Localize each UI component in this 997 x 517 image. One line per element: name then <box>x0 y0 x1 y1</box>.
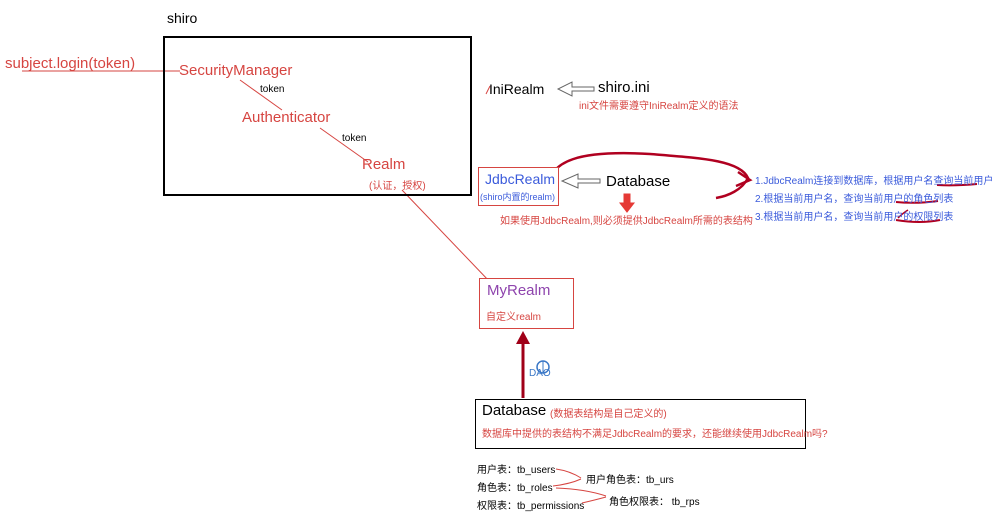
authenticator-label: Authenticator <box>242 109 331 126</box>
auth-realm-line <box>319 127 369 163</box>
database-2-box: Database (数据表结构是自己定义的) 数据库中提供的表结构不满足Jdbc… <box>475 399 828 449</box>
realm-myrealm-line <box>401 189 491 283</box>
ini-note: ini文件需要遵守IniRealm定义的语法 <box>579 101 739 112</box>
security-manager-label: SecurityManager <box>179 62 293 79</box>
shiro-ini-label: shiro.ini <box>598 79 650 96</box>
jdbc-requirement: 如果使用JdbcRealm,则必须提供JdbcRealm所需的表结构 <box>500 216 753 227</box>
curve-arrowhead <box>735 170 753 188</box>
table-users: 用户表：tb_users <box>477 465 556 476</box>
underline-2 <box>895 200 939 204</box>
ini-arrow <box>556 81 595 97</box>
realm-label: Realm <box>362 156 406 173</box>
step-3: 3.根据当前用户名，查询当前用户的权限列表 <box>755 212 954 223</box>
underline-1 <box>936 183 978 187</box>
token-label-1: token <box>260 84 285 95</box>
red-down-arrow <box>618 193 636 213</box>
realm-note: (认证，授权) <box>369 181 426 192</box>
database-2-question: 数据库中提供的表结构不满足JdbcRealm的要求，还能继续使用JdbcReal… <box>482 429 828 440</box>
table-role-permissions: 角色权限表： tb_rps <box>609 497 700 508</box>
subject-login-label: subject.login(token) <box>5 55 136 72</box>
database-2-note: (数据表结构是自己定义的) <box>550 409 667 420</box>
my-realm-note: 自定义realm <box>486 312 542 323</box>
jdbc-realm-box: JdbcRealm (shiro内置的realm) <box>478 167 559 206</box>
underline-3-tail <box>897 209 909 219</box>
dao-label: DAO <box>529 368 551 379</box>
database-label-1: Database <box>606 173 671 190</box>
table-user-roles: 用户角色表：tb_urs <box>586 475 674 486</box>
underline-3 <box>895 219 941 223</box>
ini-tick <box>485 85 491 95</box>
token-label-2: token <box>342 133 367 144</box>
shiro-title: shiro <box>167 10 198 26</box>
shiro-box <box>163 36 472 196</box>
rel-users-urs <box>555 468 582 479</box>
step-2: 2.根据当前用户名，查询当前用户的角色列表 <box>755 194 954 205</box>
jdbc-realm-note: (shiro内置的realm) <box>480 192 556 202</box>
sm-auth-line <box>239 79 283 111</box>
rel-roles-rps <box>555 487 607 497</box>
my-realm-box: MyRealm 自定义realm <box>479 278 574 329</box>
up-arrow-head <box>516 331 530 344</box>
ini-realm-label: IniRealm <box>489 81 545 97</box>
table-permissions: 权限表：tb_permissions <box>477 501 585 512</box>
rel-perms-rps <box>581 496 607 504</box>
database-arrow <box>560 173 601 189</box>
database-label-2: Database <box>482 402 547 419</box>
table-roles: 角色表：tb_roles <box>477 483 553 494</box>
step-1: 1.JdbcRealm连接到数据库，根据用户名查询当前用户 <box>755 176 994 187</box>
jdbc-realm-label: JdbcRealm <box>485 171 556 187</box>
my-realm-label: MyRealm <box>487 282 551 299</box>
rel-roles-urs <box>552 478 582 487</box>
jdbc-curve <box>546 151 750 200</box>
